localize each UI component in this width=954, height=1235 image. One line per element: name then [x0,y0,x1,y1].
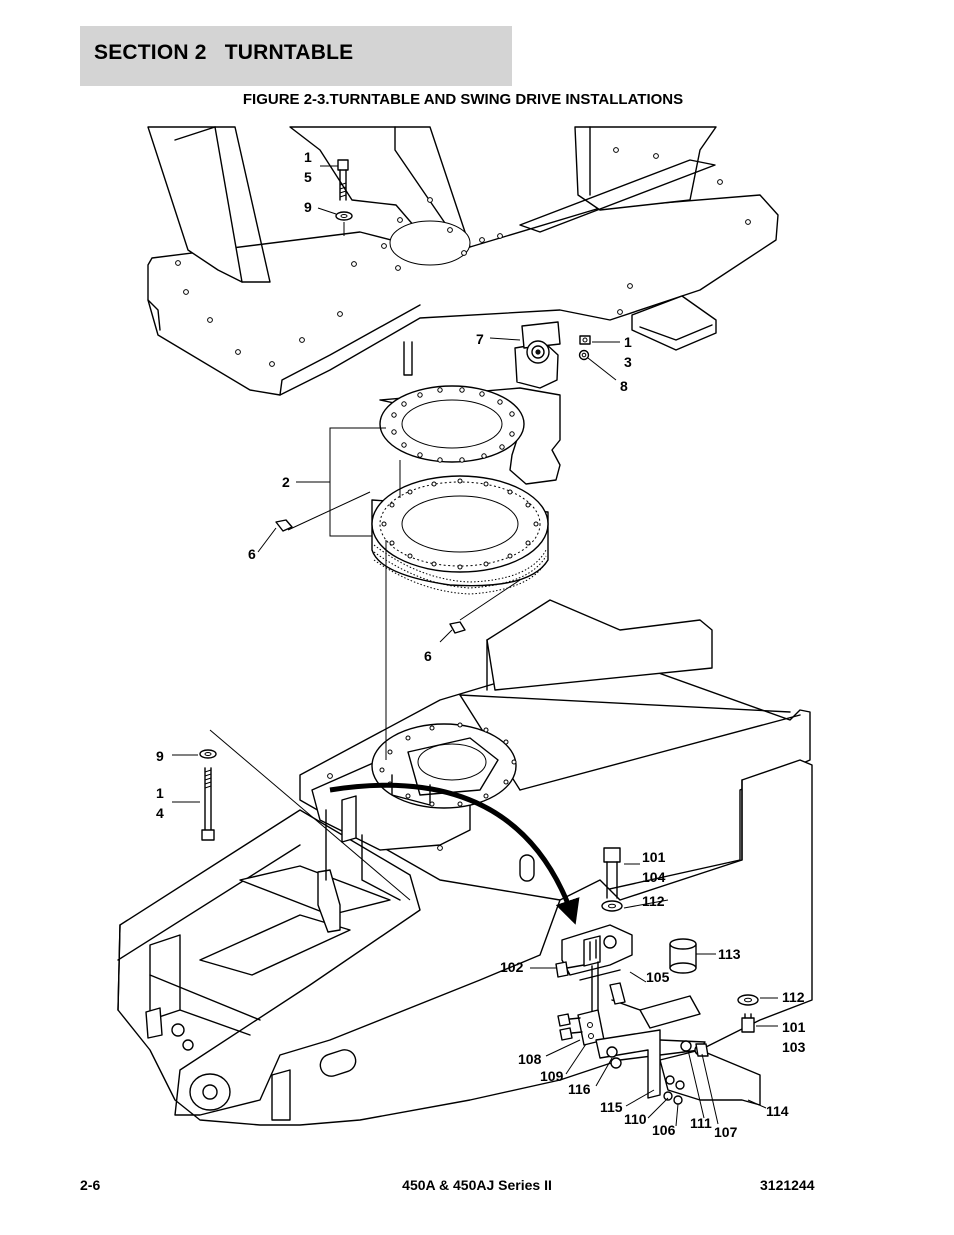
screws-item-108 [557,1013,583,1041]
callout-113: 113 [718,946,741,962]
location-arrow [329,782,580,925]
callout-6: 6 [248,546,256,562]
turntable-weldment [147,126,779,396]
callout-106: 106 [652,1122,676,1138]
callout-101: 101 [782,1019,806,1035]
switch-block-item-116 [583,935,601,1016]
callout-101: 101 [642,849,666,865]
bolt-item-101-103 [741,1013,755,1033]
bearing-bolt-holes [381,478,539,570]
callout-3: 3 [624,354,632,370]
callout-116: 116 [568,1081,591,1097]
manual-part-number: 3121244 [760,1177,815,1193]
callout-112: 112 [782,989,805,1005]
hardware-items-106-111 [663,1040,709,1105]
callout-108: 108 [518,1051,542,1067]
callout-103: 103 [782,1039,806,1055]
callout-5: 5 [304,169,312,185]
callout-1: 1 [156,785,164,801]
section-title: SECTION 2 TURNTABLE [94,41,354,64]
model-name: 450A & 450AJ Series II [402,1177,552,1193]
spacer-item-113 [669,938,697,974]
callout-112: 112 [642,893,665,909]
washer-item-9-lower [199,749,217,759]
callout-7: 7 [476,331,484,347]
callout-1: 1 [304,149,312,165]
callout-2: 2 [282,474,290,490]
callouts: 1 5 9 7 1 3 8 2 6 6 9 1 4 101 104 112 11… [156,149,806,1140]
callout-109: 109 [540,1068,564,1084]
screw-item-13 [579,335,591,345]
screw-item-102 [555,961,585,978]
callout-111: 111 [690,1115,712,1131]
callout-105: 105 [646,969,670,985]
washer-item-8 [578,349,590,361]
weldment-mounting-holes [175,147,751,367]
bolt-item-15 [337,159,349,201]
section-header: SECTION 2 TURNTABLE [80,26,512,86]
callout-114: 114 [766,1103,789,1119]
bolt-item-14 [201,767,215,841]
grease-fitting-item-6a [275,519,293,532]
washer-item-9-top [335,211,353,236]
washer-item-112b [737,994,759,1006]
callout-115: 115 [600,1099,623,1115]
bolt-item-101-104 [603,847,621,899]
swing-drive-bolt-holes [391,387,515,463]
bracket-item-115 [595,1029,661,1099]
plate-item-105b [609,982,701,1029]
grease-fitting-item-6b [449,621,466,634]
callout-104: 104 [642,869,666,885]
callout-4: 4 [156,805,164,821]
swing-bearing-item-2 [371,475,549,595]
callout-1: 1 [624,334,632,350]
leader-lines [172,165,778,1127]
callout-8: 8 [620,378,628,394]
page-number: 2-6 [80,1177,101,1193]
swing-drive-item-7 [379,321,561,485]
chassis-frame [117,599,813,1126]
callout-9: 9 [156,748,164,764]
callout-6: 6 [424,648,432,664]
callout-107: 107 [714,1124,738,1140]
callout-102: 102 [500,959,524,975]
callout-110: 110 [624,1111,647,1127]
washer-item-112a [601,900,623,912]
callout-9: 9 [304,199,312,215]
figure-title: FIGURE 2-3.TURNTABLE AND SWING DRIVE INS… [242,91,684,108]
